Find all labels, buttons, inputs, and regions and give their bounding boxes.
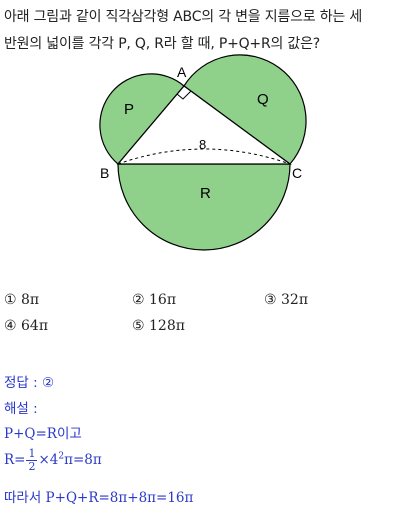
choice-4-text: 64π bbox=[21, 318, 49, 334]
solution-line-1: P+Q=R이고 bbox=[4, 426, 82, 442]
semicircle-figure: A B C P Q R 8 bbox=[99, 54, 307, 251]
label-r: R bbox=[200, 185, 211, 202]
solution-line-3: 따라서 P+Q+R=8π+8π=16π bbox=[4, 490, 194, 506]
choice-4[interactable]: ④ 64π bbox=[4, 318, 48, 334]
fraction-denominator: 2 bbox=[28, 460, 36, 473]
choice-3-text: 32π bbox=[281, 292, 309, 308]
label-q: Q bbox=[257, 91, 269, 108]
solution-line-2-suffix-a: ×4 bbox=[38, 452, 59, 468]
label-b: B bbox=[100, 165, 109, 181]
semicircle-p bbox=[99, 73, 185, 165]
choice-2-marker: ② bbox=[132, 292, 145, 308]
choice-3-marker: ③ bbox=[264, 292, 277, 308]
semicircle-r bbox=[117, 163, 291, 251]
fraction-numerator: 1 bbox=[26, 447, 38, 461]
choice-1-text: 8π bbox=[21, 292, 40, 308]
semicircle-q bbox=[183, 54, 307, 165]
choice-1-marker: ① bbox=[4, 292, 17, 308]
choice-2-text: 16π bbox=[149, 292, 177, 308]
solution-line-2-prefix: R= bbox=[4, 452, 26, 468]
exponent: 2 bbox=[58, 451, 65, 462]
choice-2[interactable]: ② 16π bbox=[132, 292, 176, 308]
question-line-2: 반원의 넓이를 각각 P, Q, R라 할 때, P+Q+R의 값은? bbox=[4, 36, 320, 52]
choice-5-text: 128π bbox=[149, 318, 185, 334]
solution-line-2-suffix-b: π=8π bbox=[64, 452, 102, 468]
choice-5[interactable]: ⑤ 128π bbox=[132, 318, 185, 334]
answer-label: 정답 : ② bbox=[4, 375, 55, 391]
choice-3[interactable]: ③ 32π bbox=[264, 292, 308, 308]
choice-1[interactable]: ① 8π bbox=[4, 292, 39, 308]
label-a: A bbox=[177, 64, 187, 80]
triangle-abc bbox=[116, 85, 292, 165]
choice-5-marker: ⑤ bbox=[132, 318, 145, 334]
label-c: C bbox=[292, 165, 302, 181]
right-angle-mark bbox=[176, 90, 192, 100]
label-bc-length: 8 bbox=[199, 137, 206, 152]
choice-4-marker: ④ bbox=[4, 318, 17, 334]
question-line-1: 아래 그림과 같이 직각삼각형 ABC의 각 변을 지름으로 하는 세 bbox=[4, 9, 363, 25]
explanation-label: 해설 : bbox=[4, 401, 38, 417]
label-p: P bbox=[124, 101, 134, 118]
